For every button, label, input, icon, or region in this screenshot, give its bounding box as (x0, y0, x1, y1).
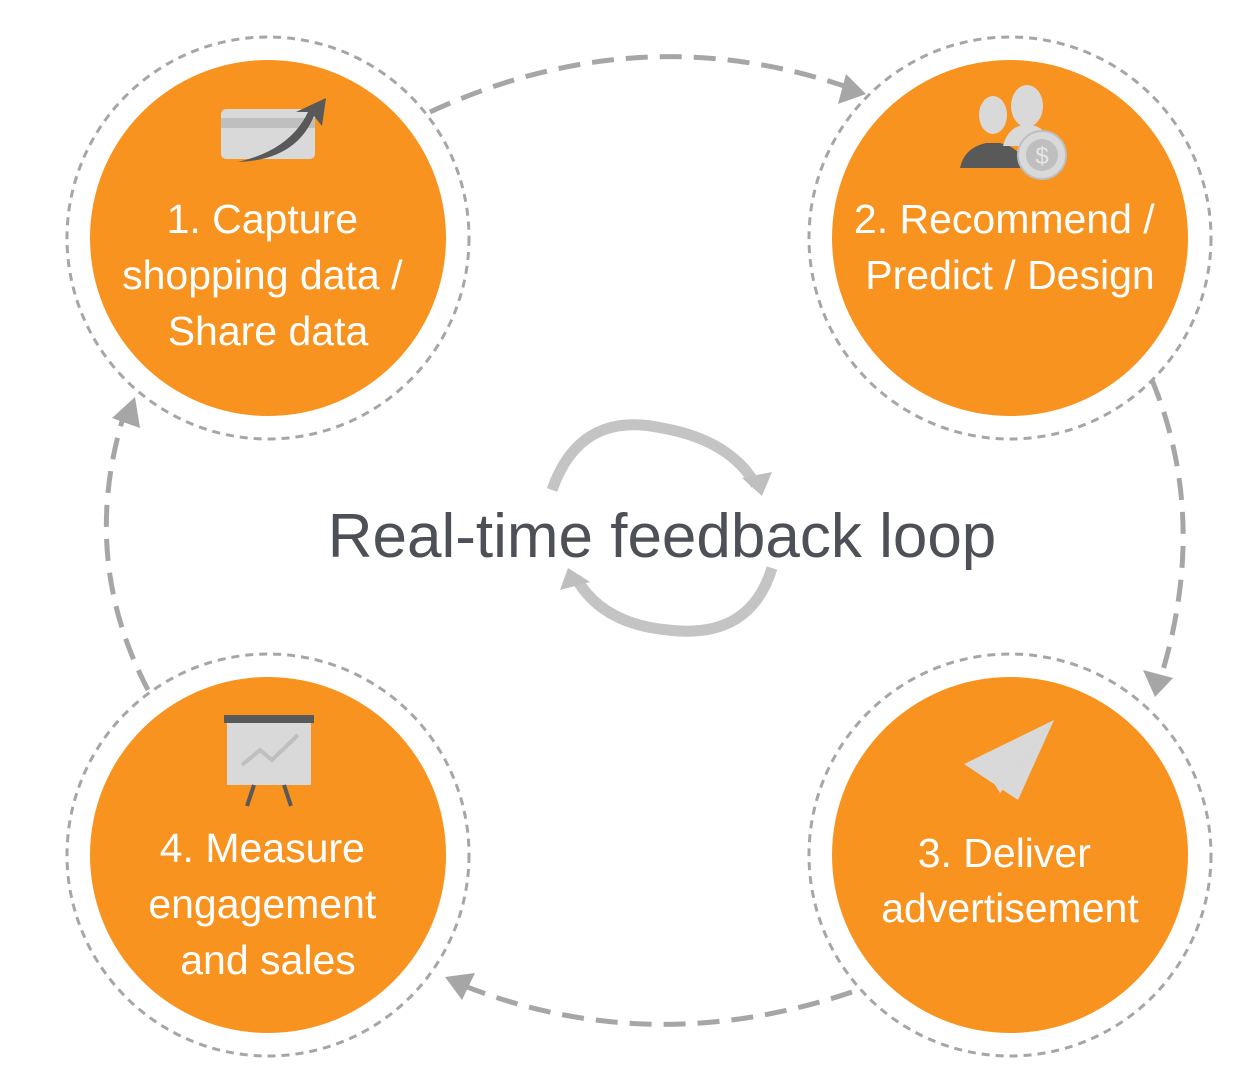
connector-step4-to-step1 (103, 417, 151, 692)
arrowhead-step4 (445, 973, 475, 1000)
arrowhead-step3 (1143, 670, 1173, 697)
arrowhead-step2 (838, 74, 866, 104)
people-money-icon: $ (960, 85, 1067, 180)
step-3-line-1: 3. Deliver (918, 830, 1091, 876)
connector-step2-to-step3 (1149, 379, 1186, 681)
connector-step3-to-step4 (461, 982, 853, 1027)
step-1-line-1: 1. Capture (167, 196, 358, 242)
connector-step1-to-step2 (428, 54, 851, 115)
step-4-line-1: 4. Measure (160, 825, 365, 871)
step-disc-3 (832, 677, 1188, 1033)
step-label-4: 4. Measure engagement and sales (148, 825, 387, 983)
step-4-line-2: engagement (148, 881, 377, 927)
step-1-line-2: shopping data / (122, 252, 403, 298)
step-node-3: 3. Deliver advertisement (807, 652, 1213, 1058)
step-ring-1 (65, 35, 471, 441)
step-node-2: $ 2. Recommend / Predict / Design (807, 35, 1213, 441)
step-ring-2 (807, 35, 1213, 441)
step-disc-4 (90, 677, 446, 1033)
refresh-cycle-icon (546, 419, 778, 637)
step-3-line-2: advertisement (881, 885, 1139, 931)
step-disc-2 (832, 60, 1188, 416)
step-ring-4 (65, 652, 471, 1058)
step-node-1: 1. Capture shopping data / Share data (65, 35, 471, 441)
step-ring-3 (807, 652, 1213, 1058)
step-disc-1 (90, 60, 446, 416)
step-4-line-3: and sales (180, 937, 356, 983)
step-label-1: 1. Capture shopping data / Share data (122, 196, 414, 354)
center-title: Real-time feedback loop (328, 502, 997, 571)
paper-plane-icon (964, 720, 1054, 800)
step-2-line-2: Predict / Design (865, 252, 1154, 298)
connectors (103, 54, 1186, 1027)
step-label-2: 2. Recommend / Predict / Design (854, 196, 1166, 298)
presentation-board-icon (224, 715, 314, 807)
step-label-3: 3. Deliver advertisement (881, 830, 1139, 931)
step-node-4: 4. Measure engagement and sales (65, 652, 471, 1058)
credit-card-growth-icon (221, 98, 326, 162)
svg-text:$: $ (1035, 143, 1048, 170)
step-1-line-3: Share data (168, 308, 369, 354)
step-2-line-1: 2. Recommend / (854, 196, 1155, 242)
arrowhead-step1 (112, 397, 140, 428)
